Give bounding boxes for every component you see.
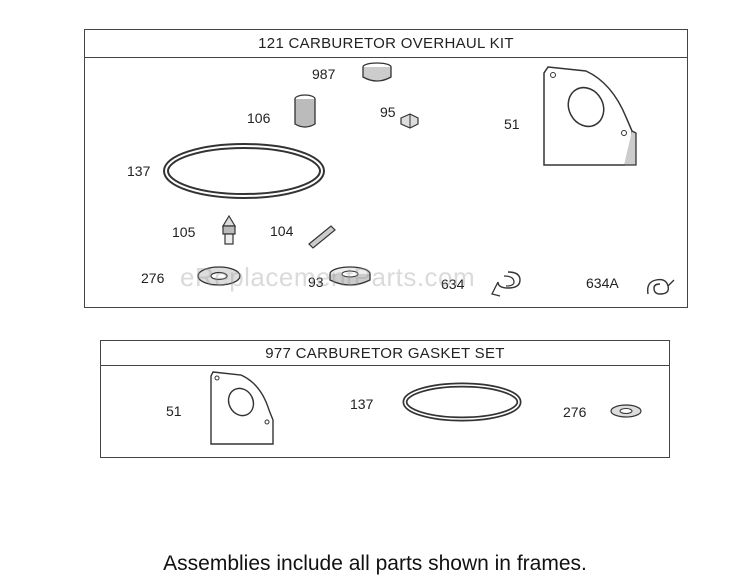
clip-95-icon: [400, 113, 419, 129]
gasket-part-label-51: 51: [166, 403, 182, 419]
part-label-987: 987: [312, 66, 336, 82]
spacer-987-icon: [362, 62, 392, 82]
gasket-part-label-137: 137: [350, 396, 374, 412]
part-label-137: 137: [127, 163, 151, 179]
gasket-set-frame: 977 CARBURETOR GASKET SET: [100, 340, 670, 458]
spring-clip-634-icon: [491, 271, 521, 297]
part-label-634: 634: [441, 276, 465, 292]
part-label-51: 51: [504, 116, 520, 132]
gasket-plate-51-icon: [543, 66, 637, 166]
part-label-93: 93: [308, 274, 324, 290]
part-label-634a: 634A: [586, 275, 619, 291]
gasket-part-label-276: 276: [563, 404, 587, 420]
gasket-plate-51-set-icon: [210, 371, 274, 445]
washer-276-set-icon: [610, 404, 642, 418]
part-label-105: 105: [172, 224, 196, 240]
footer-note: Assemblies include all parts shown in fr…: [163, 552, 587, 575]
seal-93-icon: [329, 266, 371, 286]
part-label-276: 276: [141, 270, 165, 286]
part-label-104: 104: [270, 223, 294, 239]
washer-276-icon: [197, 266, 241, 286]
cylinder-106-icon: [294, 94, 316, 128]
pin-104-icon: [308, 225, 336, 249]
needle-105-icon: [221, 214, 237, 245]
part-label-95: 95: [380, 104, 396, 120]
overhaul-kit-title: 121 CARBURETOR OVERHAUL KIT: [85, 30, 687, 58]
spring-634a-icon: [646, 278, 675, 295]
o-ring-137-set-icon: [402, 382, 522, 422]
gasket-set-title: 977 CARBURETOR GASKET SET: [101, 341, 669, 366]
o-ring-137-icon: [163, 143, 325, 199]
part-label-106: 106: [247, 110, 271, 126]
